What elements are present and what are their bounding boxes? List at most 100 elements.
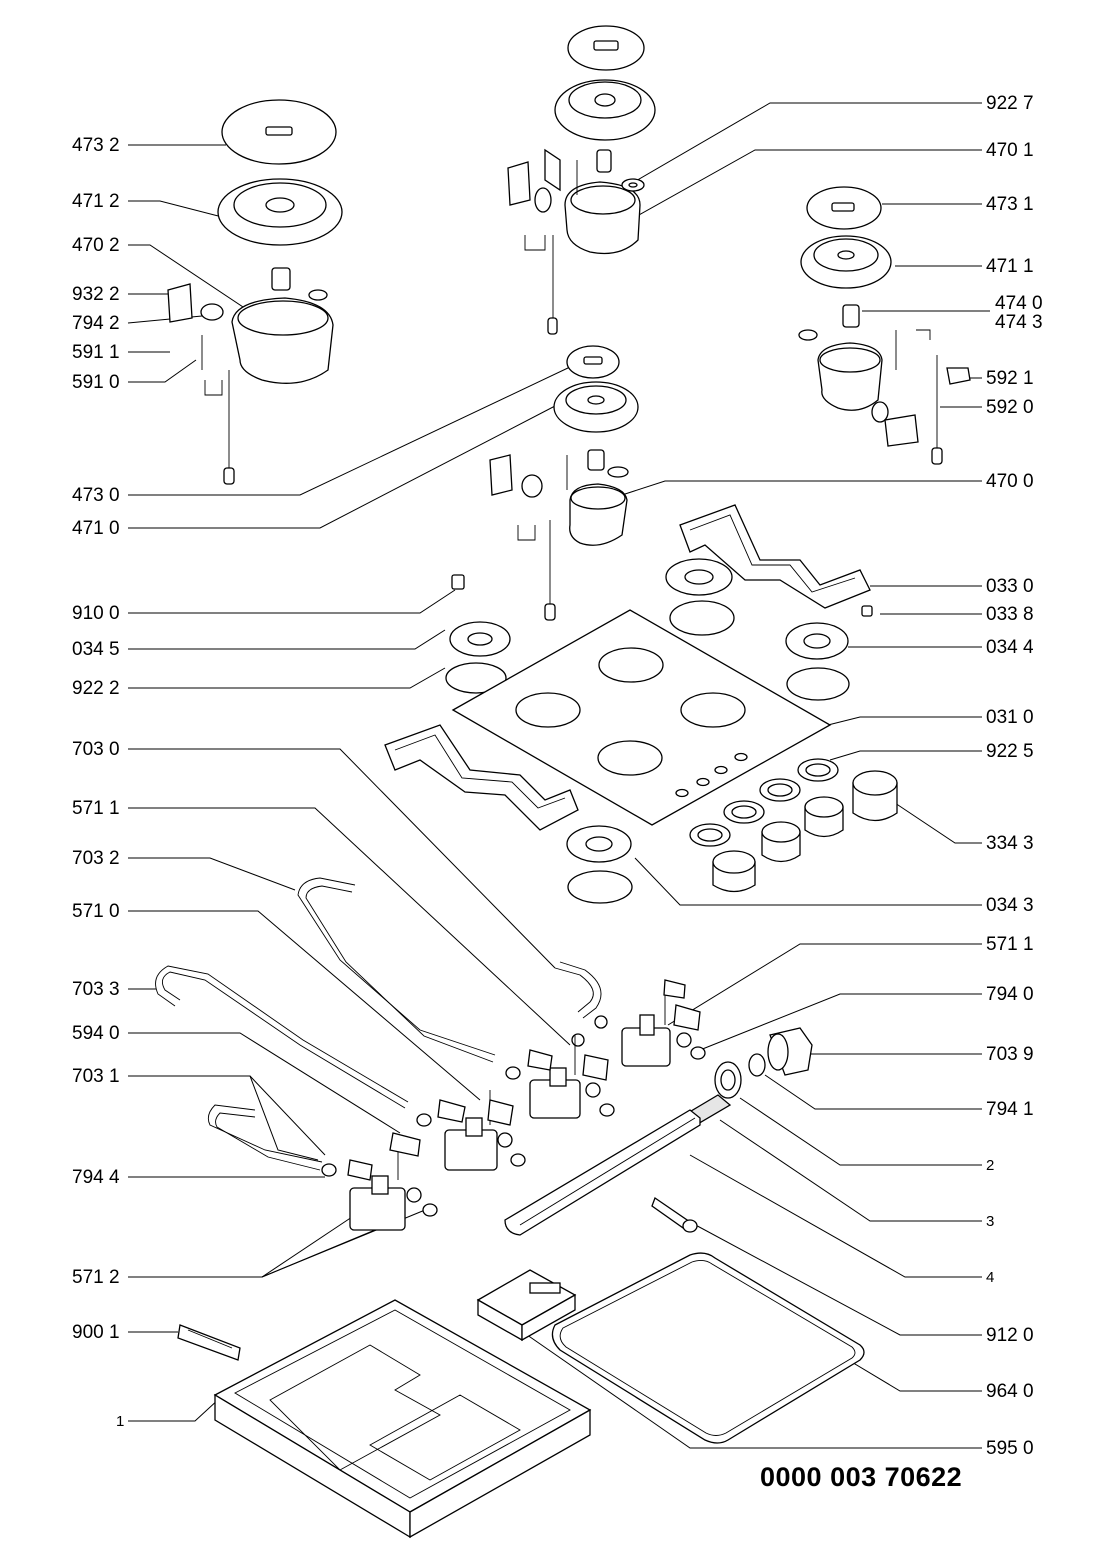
document-code: 0000 003 70622 [760,1462,963,1492]
label-922-2: 922 2 [72,678,120,699]
burner-crown-top-center [554,79,656,141]
label-571-2: 571 2 [72,1267,120,1288]
pan-support-right [679,504,871,609]
label-592-0: 592 0 [986,397,1034,418]
ignition-module-595-0 [476,1269,577,1342]
label-571-1-right: 571 1 [986,934,1034,955]
label-471-2: 471 2 [72,191,120,212]
valve-571-1-left [527,1035,609,1119]
label-922-7: 922 7 [986,93,1034,114]
label-470-1: 470 1 [986,140,1034,161]
inlet-elbow-703-9 [767,1027,813,1076]
gasket-922-right [786,667,850,701]
base-frame-1 [213,1299,592,1539]
label-595-0: 595 0 [986,1438,1034,1459]
valve-571-0 [437,1090,514,1171]
burner-cap-top-center [567,25,645,71]
label-3: 3 [986,1213,994,1230]
clip-900-1 [177,1324,241,1361]
label-4: 4 [986,1269,994,1286]
label-034-5: 034 5 [72,639,120,660]
burner-tray-034-4-upper [665,558,733,596]
burner-tray-034-4 [785,622,849,660]
label-034-3: 034 3 [986,895,1034,916]
washer-valve-571-1 [599,1103,615,1117]
label-594-0: 594 0 [72,1023,120,1044]
screw-912-0 [651,1196,698,1233]
screw-033-8 [861,605,873,617]
label-334-3: 334 3 [986,833,1034,854]
burner-tray-034-5 [449,621,511,657]
gas-pipe-703-1 [207,1104,323,1171]
label-703-0: 703 0 [72,739,120,760]
washer-near-pipe-703-0 [594,1015,608,1029]
washer-near-pipe-703-0-b [571,1033,585,1047]
label-932-2: 932 2 [72,284,120,305]
label-794-2: 794 2 [72,313,120,334]
burner-body-large-left [167,267,334,485]
label-474-0: 474 0 [995,293,1043,314]
label-900-1: 900 1 [72,1322,120,1343]
label-571-0: 571 0 [72,901,120,922]
label-703-9: 703 9 [986,1044,1034,1065]
washer-794-1 [748,1053,766,1077]
label-471-1: 471 1 [986,256,1034,277]
label-474-3: 474 3 [995,312,1043,333]
label-034-4: 034 4 [986,637,1034,658]
burner-crown-large-left [217,178,343,246]
burner-crown-medium-center [553,381,639,433]
gasket-034-3-lower [567,870,633,904]
washer-pipe-703-2 [505,1066,521,1080]
support-bracket-3 [504,1109,701,1236]
label-912-0: 912 0 [986,1325,1034,1346]
washer-794-4 [321,1163,337,1177]
burner-body-medium-center [489,449,629,621]
valve-571-1-right [621,979,701,1067]
label-470-2: 470 2 [72,235,120,256]
label-571-1-left: 571 1 [72,798,120,819]
screw-910-0 [451,574,465,590]
burner-crown-small-right [800,235,892,289]
label-703-3: 703 3 [72,979,120,1000]
gasket-upper-left [669,600,735,636]
pan-support-left [384,724,579,831]
label-964-0: 964 0 [986,1381,1034,1402]
seal-964-0 [551,1252,865,1444]
label-473-0: 473 0 [72,485,120,506]
label-471-0: 471 0 [72,518,120,539]
burner-tray-034-3 [566,825,632,863]
label-473-1: 473 1 [986,194,1034,215]
label-473-2: 473 2 [72,135,120,156]
label-033-0: 033 0 [986,576,1034,597]
label-2: 2 [986,1157,994,1174]
label-794-0: 794 0 [986,984,1034,1005]
label-591-1: 591 1 [72,342,120,363]
washer-valve-571-2 [422,1203,438,1217]
burner-cap-small-right [806,186,882,230]
burner-cap-medium-center [566,345,620,379]
burner-body-top-center [507,148,641,335]
label-910-0: 910 0 [72,603,120,624]
gas-pipe-703-3 [155,965,409,1109]
control-knobs-334-3 [712,770,898,893]
label-794-1: 794 1 [986,1099,1034,1120]
washer-valve-571-0 [510,1153,526,1167]
label-703-1: 703 1 [72,1066,120,1087]
washer-pipe-703-3 [416,1113,432,1127]
gas-pipe-703-2 [297,877,496,1063]
label-794-4: 794 4 [72,1167,120,1188]
gas-pipe-703-0 [554,961,602,1019]
hob-plate [451,609,832,826]
label-922-5: 922 5 [986,741,1034,762]
burner-body-small-right [798,304,971,465]
label-031-0: 031 0 [986,707,1034,728]
label-1: 1 [116,1413,124,1430]
burner-cap-large-left [221,99,337,165]
label-592-1: 592 1 [986,368,1034,389]
nut-2 [714,1061,742,1099]
label-591-0: 591 0 [72,372,120,393]
washer-794-0 [690,1046,706,1060]
knob-rings-922-5 [689,758,839,847]
label-470-0: 470 0 [986,471,1034,492]
